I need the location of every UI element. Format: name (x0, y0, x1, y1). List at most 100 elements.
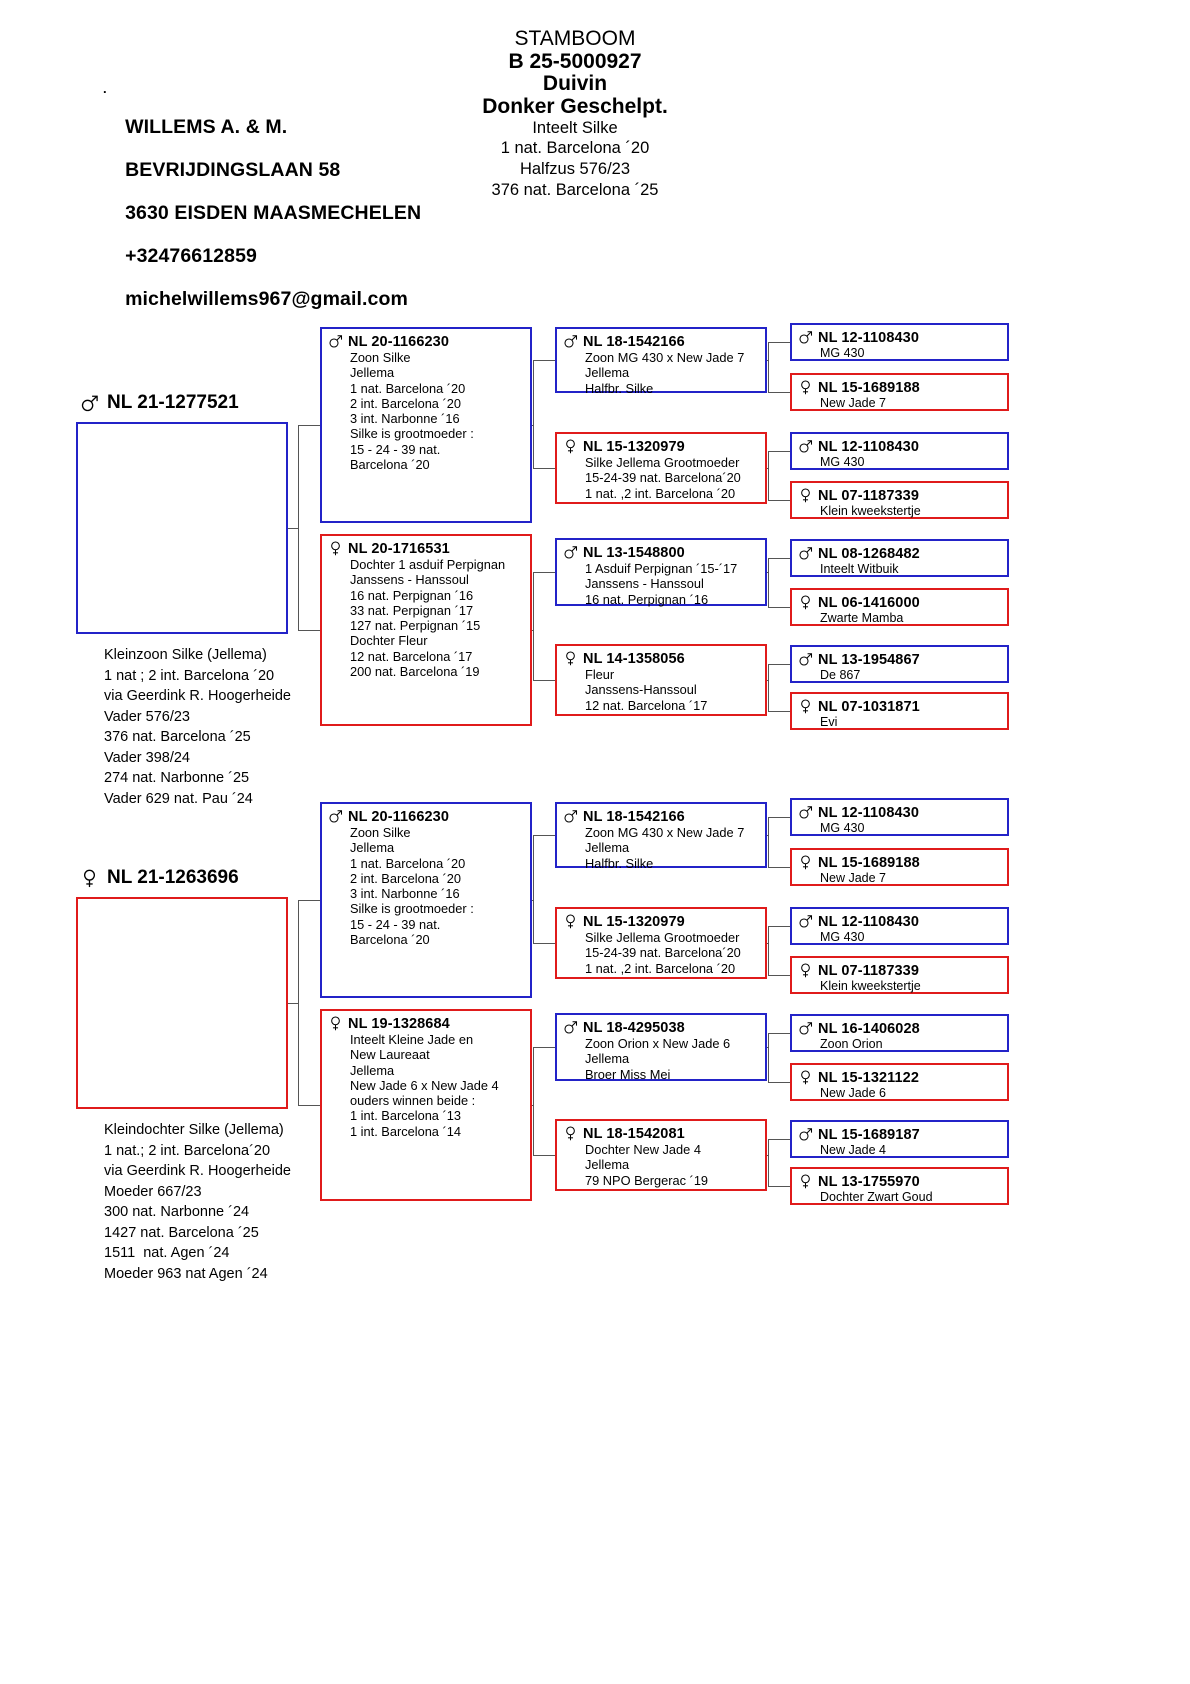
pigeon-header: NL 15-1320979 (563, 439, 759, 455)
pigeon-detail-line: 1 nat. Barcelona ´20 (350, 855, 466, 871)
connector-line (768, 867, 790, 868)
pigeon-detail-line: Silke Jellema Grootmoeder (585, 455, 740, 470)
root-note-line: Moeder 963 nat Agen ´24 (104, 1265, 268, 1282)
pigeon-header: NL 13-1548800 (563, 545, 759, 561)
male-icon (563, 545, 578, 560)
connector-line (768, 1033, 769, 1082)
male-icon (328, 809, 343, 824)
pigeon-detail-line: 12 nat. Barcelona ´17 (585, 697, 708, 713)
subject-note-4: 376 nat. Barcelona ´25 (491, 181, 659, 199)
connector-line (533, 835, 555, 836)
pigeon-detail-line: 15 - 24 - 39 nat. (350, 916, 441, 932)
male-icon (798, 546, 813, 561)
pigeon-detail-line: 16 nat. Perpignan ´16 (585, 591, 709, 607)
pigeon-detail-line: 2 int. Barcelona ´20 (350, 870, 461, 886)
connector-line (532, 1105, 533, 1106)
pigeon-detail-line: 16 nat. Perpignan ´16 (350, 587, 474, 603)
pigeon-detail-line: 3 int. Narbonne ´16 (350, 886, 460, 902)
pigeon-ring-number: NL 18-1542081 (583, 1126, 685, 1142)
root-pigeon-label: NL 21-1263696 (80, 867, 239, 889)
connector-line (533, 572, 534, 680)
pigeon-detail-line: Inteelt Kleine Jade en (350, 1032, 474, 1047)
connector-line (533, 943, 555, 944)
pigeon-header: NL 15-1689188 (798, 380, 1001, 396)
pigeon-detail-line: Silke is grootmoeder : (350, 901, 474, 917)
root-note-line: via Geerdink R. Hoogerheide (104, 688, 291, 704)
pigeon-detail-line: Klein kweekstertje (820, 979, 921, 993)
root-pigeon-photo-box[interactable] (76, 897, 288, 1109)
root-note-line: 1511 nat. Agen ´24 (104, 1245, 230, 1261)
pigeon-detail-line: MG 430 (820, 346, 865, 360)
pigeon-detail-line: Zoon Orion x New Jade 6 (585, 1036, 731, 1051)
female-icon (80, 869, 99, 888)
pigeon-detail-line: Zwarte Mamba (820, 611, 904, 625)
breeder-address: . WILLEMS A. & M. BEVRIJDINGSLAAN 58 363… (103, 40, 421, 332)
pigeon-header: NL 07-1031871 (798, 699, 1001, 715)
address-line-1: WILLEMS A. & M. (125, 115, 288, 138)
pigeon-detail-line: Klein kweekstertje (820, 504, 921, 518)
connector-line (767, 1155, 768, 1156)
connector-line (298, 1105, 320, 1106)
connector-line (533, 1047, 534, 1155)
pigeon-detail-line: ouders winnen beide : (350, 1093, 476, 1109)
subject-sex-label: Duivin (542, 72, 608, 95)
pigeon-ring-number: NL 19-1328684 (348, 1016, 450, 1032)
pigeon-detail-line: New Laureaat (350, 1047, 430, 1063)
connector-line (298, 425, 320, 426)
female-icon (328, 1016, 343, 1031)
pigeon-header: NL 14-1358056 (563, 651, 759, 667)
pigeon-detail-line: New Jade 6 (820, 1086, 887, 1100)
pigeon-detail-line: 12 nat. Barcelona ´17 (350, 648, 473, 664)
root-pigeon-photo-box[interactable] (76, 422, 288, 634)
pigeon-header: NL 13-1755970 (798, 1174, 1001, 1190)
male-icon (80, 394, 99, 413)
male-icon (563, 334, 578, 349)
pigeon-header: NL 13-1954867 (798, 652, 1001, 668)
pigeon-header: NL 18-4295038 (563, 1020, 759, 1036)
female-icon (563, 439, 578, 454)
page-title: STAMBOOM (514, 27, 636, 50)
pigeon-detail-line: MG 430 (820, 821, 865, 835)
address-dot: . (103, 81, 107, 96)
pigeon-header: NL 15-1689187 (798, 1127, 1001, 1143)
pigeon-detail-line: Jellema (585, 840, 630, 856)
pigeon-header: NL 18-1542081 (563, 1126, 759, 1142)
pigeon-ring-number: NL 15-1320979 (583, 439, 685, 455)
pigeon-detail-line: Jellema (585, 365, 630, 381)
pigeon-header: NL 20-1716531 (328, 541, 524, 557)
pigeon-header: NL 06-1416000 (798, 595, 1001, 611)
pigeon-detail-line: Dochter New Jade 4 (585, 1142, 701, 1157)
pigeon-ring-number: NL 07-1187339 (818, 963, 920, 979)
male-icon (798, 439, 813, 454)
subject-color-label: Donker Geschelpt. (482, 94, 668, 118)
root-note-line: 300 nat. Narbonne ´24 (104, 1204, 250, 1220)
